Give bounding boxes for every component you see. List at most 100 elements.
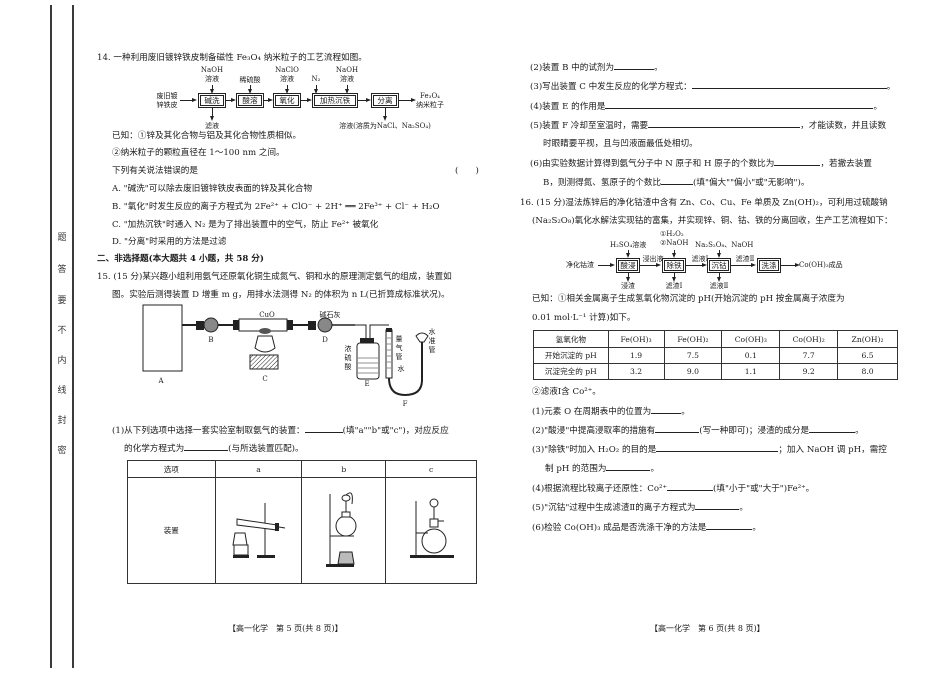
right-page-footer: 【高一化学 第 6 页(共 8 页)】	[650, 624, 765, 633]
q16-sub3-text: 制 pH 的范围为	[545, 464, 607, 474]
q16-known-1b: 0.01 mol·L⁻¹ 计算)如下。	[532, 313, 636, 323]
answer-blank[interactable]	[605, 100, 874, 109]
q15-sub1-line1: (1)从下列选项中选择一套实验室制取氨气的装置：(填"a""b"或"c")，对应…	[112, 424, 449, 437]
q16-sub2-text: (2)"酸浸"中提高浸取率的措施有	[532, 426, 656, 436]
answer-blank[interactable]	[774, 157, 821, 166]
flow-arrow	[250, 85, 251, 91]
table-cell: 1.1	[721, 363, 781, 380]
answer-blank[interactable]	[695, 501, 740, 510]
q15-sub6-text: B，则测得氮、氢原子的个数比	[543, 178, 662, 188]
reagent-n2: N₂	[311, 75, 321, 83]
answer-blank[interactable]	[656, 443, 779, 452]
q14-answer-bracket[interactable]: ( )	[455, 166, 479, 176]
reagent-line: NaOH	[200, 66, 224, 74]
q15-sub5-text: ，才能读数，并且读数	[800, 121, 887, 131]
flow-step-wash: 洗涤	[757, 258, 781, 273]
table-header: c	[385, 460, 477, 478]
table-cell: 3.2	[607, 363, 665, 380]
table-header: Fe(OH)₂	[663, 330, 723, 348]
flow-arrow	[385, 108, 386, 118]
reagent-line: ②NaOH	[660, 239, 689, 247]
q16-sub3-line2: 制 pH 的范围为 。	[545, 462, 659, 475]
margin-char: 内	[57, 356, 67, 366]
arrow-down-icon	[247, 89, 252, 94]
label-char: 量	[395, 335, 403, 343]
arrow-right-icon	[656, 262, 661, 267]
label-conc-acid: 浓 硫 酸	[343, 345, 353, 372]
q14-known-2: ②纳米粒子的颗粒直径在 1～100 nm 之间。	[112, 148, 285, 158]
q15-sub1-text: 的化学方程式为	[124, 444, 185, 454]
q16-sub1: (1)元素 O 在周期表中的位置为。	[532, 405, 690, 418]
answer-blank[interactable]	[648, 119, 801, 128]
arrow-down-icon	[209, 89, 214, 94]
table-row: 沉淀完全的 pH 3.2 9.0 1.1 9.2 8.0	[533, 363, 898, 380]
answer-blank[interactable]	[614, 61, 655, 70]
reagent-naoh-2: NaOH 溶液	[332, 66, 362, 84]
q16-sub4-text: (填"小于"或"大于")Fe²⁺。	[713, 484, 815, 494]
flow-arrow	[212, 85, 213, 91]
label-char: 酸	[344, 363, 352, 371]
reagent-line: ①H₂O₂	[660, 230, 684, 238]
flow-output: Fe₃O₄ 纳米粒子	[413, 92, 447, 110]
q16-sub5-text: (5)"沉钴"过程中生成滤渣Ⅱ的离子方程式为	[532, 503, 696, 513]
q14-option-b: B. "氧化"时发生反应的离子方程式为 2Fe²⁺ + ClO⁻ + 2H⁺ ═…	[112, 202, 440, 212]
table-header: b	[301, 460, 387, 478]
q15-sub6-text: (6)由实验数据计算得到氨气分子中 N 原子和 H 原子的个数比为	[530, 159, 775, 169]
margin-char: 答	[57, 265, 67, 275]
label-d: D	[322, 336, 328, 344]
q16-stem-1: 16. (15 分)湿法炼锌后的净化钴渣中含有 Zn、Co、Cu、Fe 单质及 …	[520, 198, 888, 208]
arrow-down-icon	[716, 253, 721, 258]
answer-blank[interactable]	[661, 176, 694, 185]
q15-sub6-line2: B，则测得氮、氢原子的个数比(填"偏大""偏小"或"无影响")。	[543, 176, 809, 189]
answer-blank[interactable]	[184, 442, 229, 451]
answer-blank[interactable]	[691, 80, 887, 89]
q16-sub3-line1: (3)"除铁"时加入 H₂O₂ 的目的是；加入 NaOH 调 pH，需控	[532, 443, 887, 456]
label-water: 水	[397, 365, 405, 373]
arrow-down-icon	[671, 277, 676, 282]
q15-sub6-line1: (6)由实验数据计算得到氨气分子中 N 原子和 H 原子的个数比为 ，若撤去装置	[530, 157, 872, 170]
flow-arrow	[731, 265, 753, 266]
arrow-down-icon	[209, 116, 214, 121]
table-header: 氢氧化物	[533, 330, 609, 348]
flow-arrow	[358, 100, 368, 101]
q14-option-a: A. "碱洗"可以除去废旧镀锌铁皮表面的锌及其化合物	[112, 184, 313, 194]
q16-sub6-text: (6)检验 Co(OH)₃ 成品是否洗涤干净的方法是	[532, 523, 707, 533]
answer-blank[interactable]	[706, 521, 753, 530]
reagent-naclo: NaClO 溶液	[272, 66, 302, 84]
answer-blank[interactable]	[667, 482, 714, 491]
answer-blank[interactable]	[655, 424, 700, 433]
table-cell: 开始沉淀的 pH	[533, 347, 609, 364]
answer-blank[interactable]	[651, 405, 682, 414]
period: 。	[855, 426, 864, 436]
q15-sub5-text: (5)装置 F 冷却至室温时，需要	[530, 121, 649, 131]
table-header: a	[214, 460, 303, 478]
arrow-down-icon	[382, 116, 387, 121]
q15-stem-1: 15. (15 分)某兴趣小组利用氨气还原氧化铜生成氮气、铜和水的原理测定氨气的…	[97, 272, 452, 282]
label-soda-lime: 碱石灰	[319, 311, 341, 319]
apparatus-b-cell	[301, 477, 387, 584]
flow-input-line: 废旧镀	[156, 92, 178, 100]
q15-sub4-text: (4)装置 E 的作用是	[530, 102, 606, 112]
flow-step-alkali-wash: 碱洗	[198, 93, 226, 108]
q16-sub6: (6)检验 Co(OH)₃ 成品是否洗涤干净的方法是。	[532, 521, 761, 534]
output-line: 纳米粒子	[416, 101, 444, 109]
stream-leachate: 浸出液	[642, 255, 664, 263]
answer-blank[interactable]	[809, 424, 856, 433]
arrow-right-icon	[366, 97, 371, 102]
answer-blank[interactable]	[304, 424, 343, 433]
reagent-line: NaClO	[275, 66, 299, 74]
arrow-right-icon	[192, 97, 197, 102]
flow-output: Co(OH)₃成品	[799, 261, 843, 269]
label-e: E	[364, 380, 370, 388]
reagent-h2o2-naoh: ①H₂O₂ ②NaOH	[660, 230, 690, 248]
q15-sub6-text: ，若撤去装置	[820, 159, 872, 169]
period: 。	[650, 464, 660, 474]
q16-sub4-text: (4)根据流程比较离子还原性：Co²⁺	[532, 484, 668, 494]
apparatus-a-cell	[214, 477, 303, 584]
answer-blank[interactable]	[606, 462, 651, 471]
q16-sub3-text: (3)"除铁"时加入 H₂O₂ 的目的是	[532, 445, 657, 455]
q15-stem-2: 图。实验后测得装置 D 增重 m g，用排水法测得 N₂ 的体积为 n L(已折…	[112, 290, 450, 300]
reagent-na2s2o8-naoh: Na₂S₂O₈、NaOH	[695, 241, 754, 249]
q16-known-2: ②滤液Ⅰ含 Co²⁺。	[532, 387, 601, 397]
flow-input-line: 锌铁皮	[156, 101, 178, 109]
